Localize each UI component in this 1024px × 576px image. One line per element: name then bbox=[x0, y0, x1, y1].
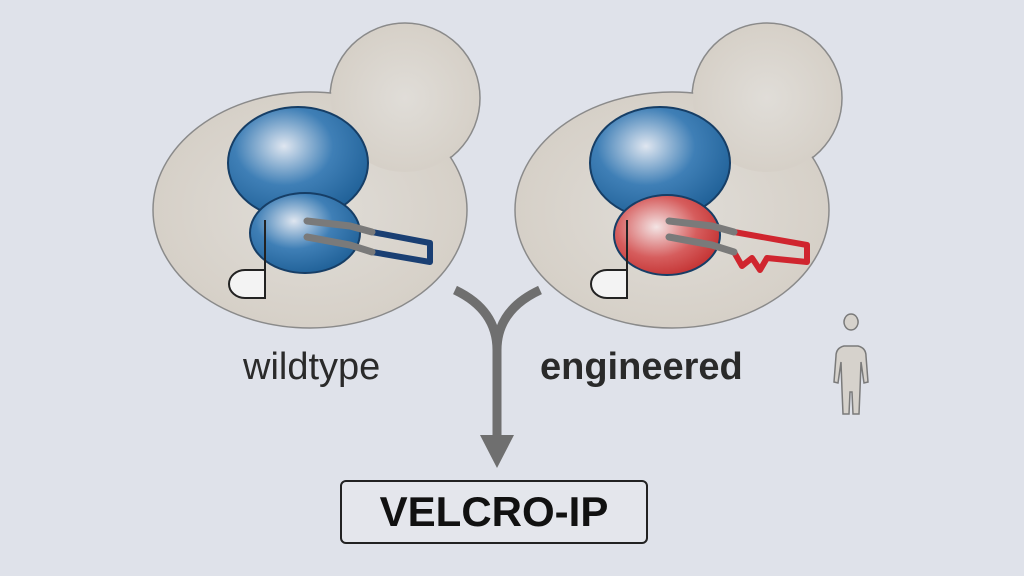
human-icon bbox=[833, 313, 869, 415]
velcro-ip-box: VELCRO-IP bbox=[340, 480, 648, 544]
engineered-protein bbox=[731, 229, 810, 273]
binder-tweezers bbox=[665, 217, 738, 256]
wildtype-cell bbox=[152, 22, 481, 329]
promoter-symbol bbox=[228, 220, 266, 299]
wildtype-label: wildtype bbox=[243, 346, 381, 388]
engineered-cell bbox=[514, 22, 843, 329]
binder-tweezers bbox=[303, 217, 376, 256]
merge-arrow bbox=[452, 285, 542, 468]
promoter-symbol bbox=[590, 220, 628, 299]
wildtype-protein bbox=[371, 229, 433, 265]
engineered-label: engineered bbox=[540, 346, 743, 388]
protein-complex bbox=[249, 192, 361, 274]
